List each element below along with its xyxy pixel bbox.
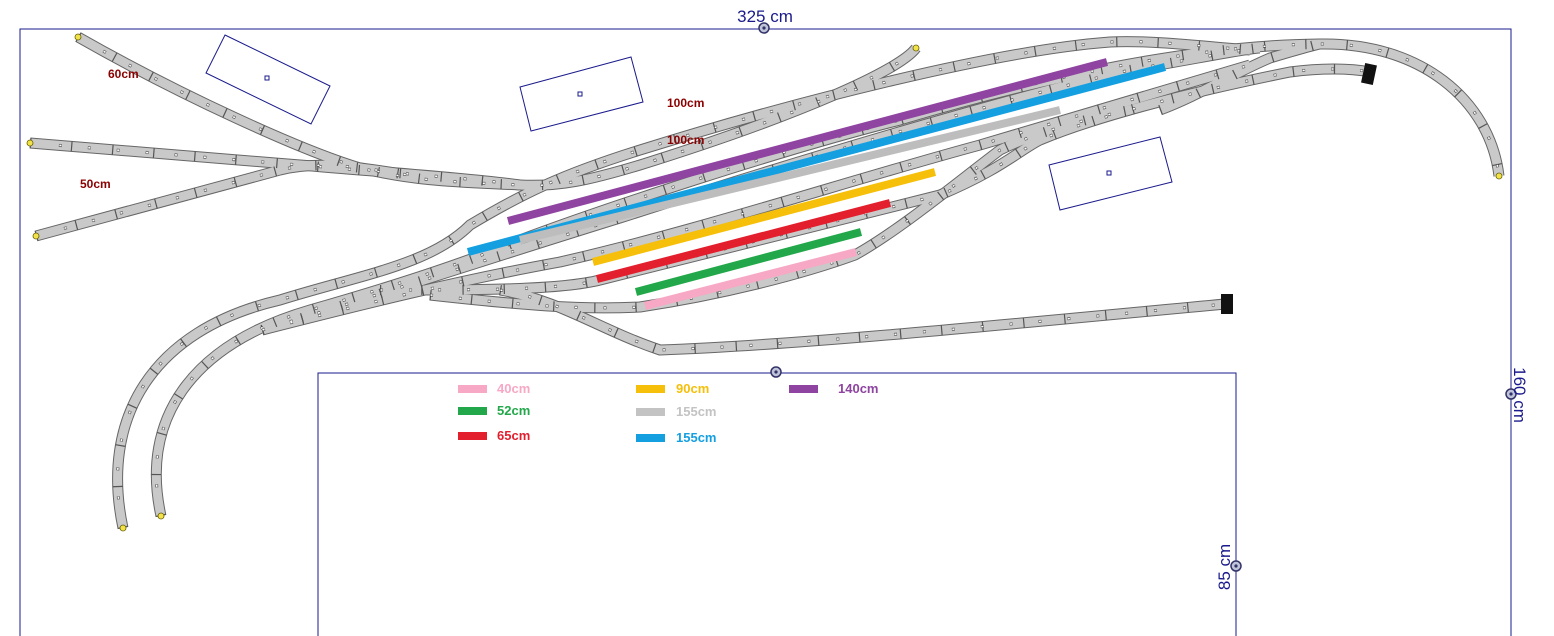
legend-item-155cm-blue: 155cm bbox=[636, 430, 716, 445]
buffer-stops bbox=[1221, 62, 1377, 314]
siding-40cm bbox=[644, 248, 857, 310]
label-siding-lower-left: 50cm bbox=[80, 177, 111, 191]
siding-65cm bbox=[595, 199, 892, 283]
track-network bbox=[30, 37, 1499, 528]
colored-sidings bbox=[466, 58, 1167, 310]
siding-140cm bbox=[506, 58, 1109, 225]
legend-item-140cm: 140cm bbox=[789, 381, 878, 396]
siding-155cm-grey bbox=[519, 106, 1061, 244]
legend-label: 155cm bbox=[676, 404, 716, 419]
legend-swatch bbox=[458, 407, 487, 415]
label-long-lower: 100cm bbox=[667, 133, 704, 147]
legend-label: 90cm bbox=[676, 381, 709, 396]
legend-item-90cm: 90cm bbox=[636, 381, 709, 396]
legend-item-65cm: 65cm bbox=[458, 428, 530, 443]
label-siding-upper-left: 60cm bbox=[108, 67, 139, 81]
legend-label: 52cm bbox=[497, 403, 530, 418]
buffer-stop-1 bbox=[1361, 62, 1377, 86]
building-rect-3 bbox=[1048, 136, 1173, 211]
width-dimension-label: 325 cm bbox=[737, 7, 793, 26]
legend-label: 65cm bbox=[497, 428, 530, 443]
building-marker-3 bbox=[1106, 170, 1112, 176]
legend-item-40cm: 40cm bbox=[458, 381, 530, 396]
legend-swatch bbox=[458, 385, 487, 393]
building-marker-2 bbox=[577, 91, 583, 97]
legend: 40cm 52cm 65cm 90cm 155cm 155cm 140cm bbox=[458, 381, 878, 445]
legend-label: 140cm bbox=[838, 381, 878, 396]
height-dimension-label: 160 cm bbox=[1510, 367, 1529, 423]
building-rect-2 bbox=[519, 56, 644, 132]
track-ends bbox=[26, 33, 1503, 532]
siding-52cm bbox=[634, 228, 863, 296]
legend-swatch bbox=[636, 408, 665, 416]
legend-label: 40cm bbox=[497, 381, 530, 396]
building-rect-1 bbox=[205, 34, 331, 125]
legend-item-155cm-grey: 155cm bbox=[636, 404, 716, 419]
legend-item-52cm: 52cm bbox=[458, 403, 530, 418]
siding-90cm bbox=[591, 168, 937, 266]
track-length-labels: 60cm 50cm 100cm 100cm bbox=[80, 67, 704, 191]
buffer-stop-2 bbox=[1221, 294, 1233, 314]
legend-swatch bbox=[636, 434, 665, 442]
inner-dimension-label: 85 cm bbox=[1215, 544, 1234, 590]
legend-swatch bbox=[789, 385, 818, 393]
building-outlines bbox=[205, 34, 1173, 211]
building-marker-1 bbox=[264, 75, 270, 81]
legend-swatch bbox=[636, 385, 665, 393]
legend-label: 155cm bbox=[676, 430, 716, 445]
label-long-upper: 100cm bbox=[667, 96, 704, 110]
legend-swatch bbox=[458, 432, 487, 440]
